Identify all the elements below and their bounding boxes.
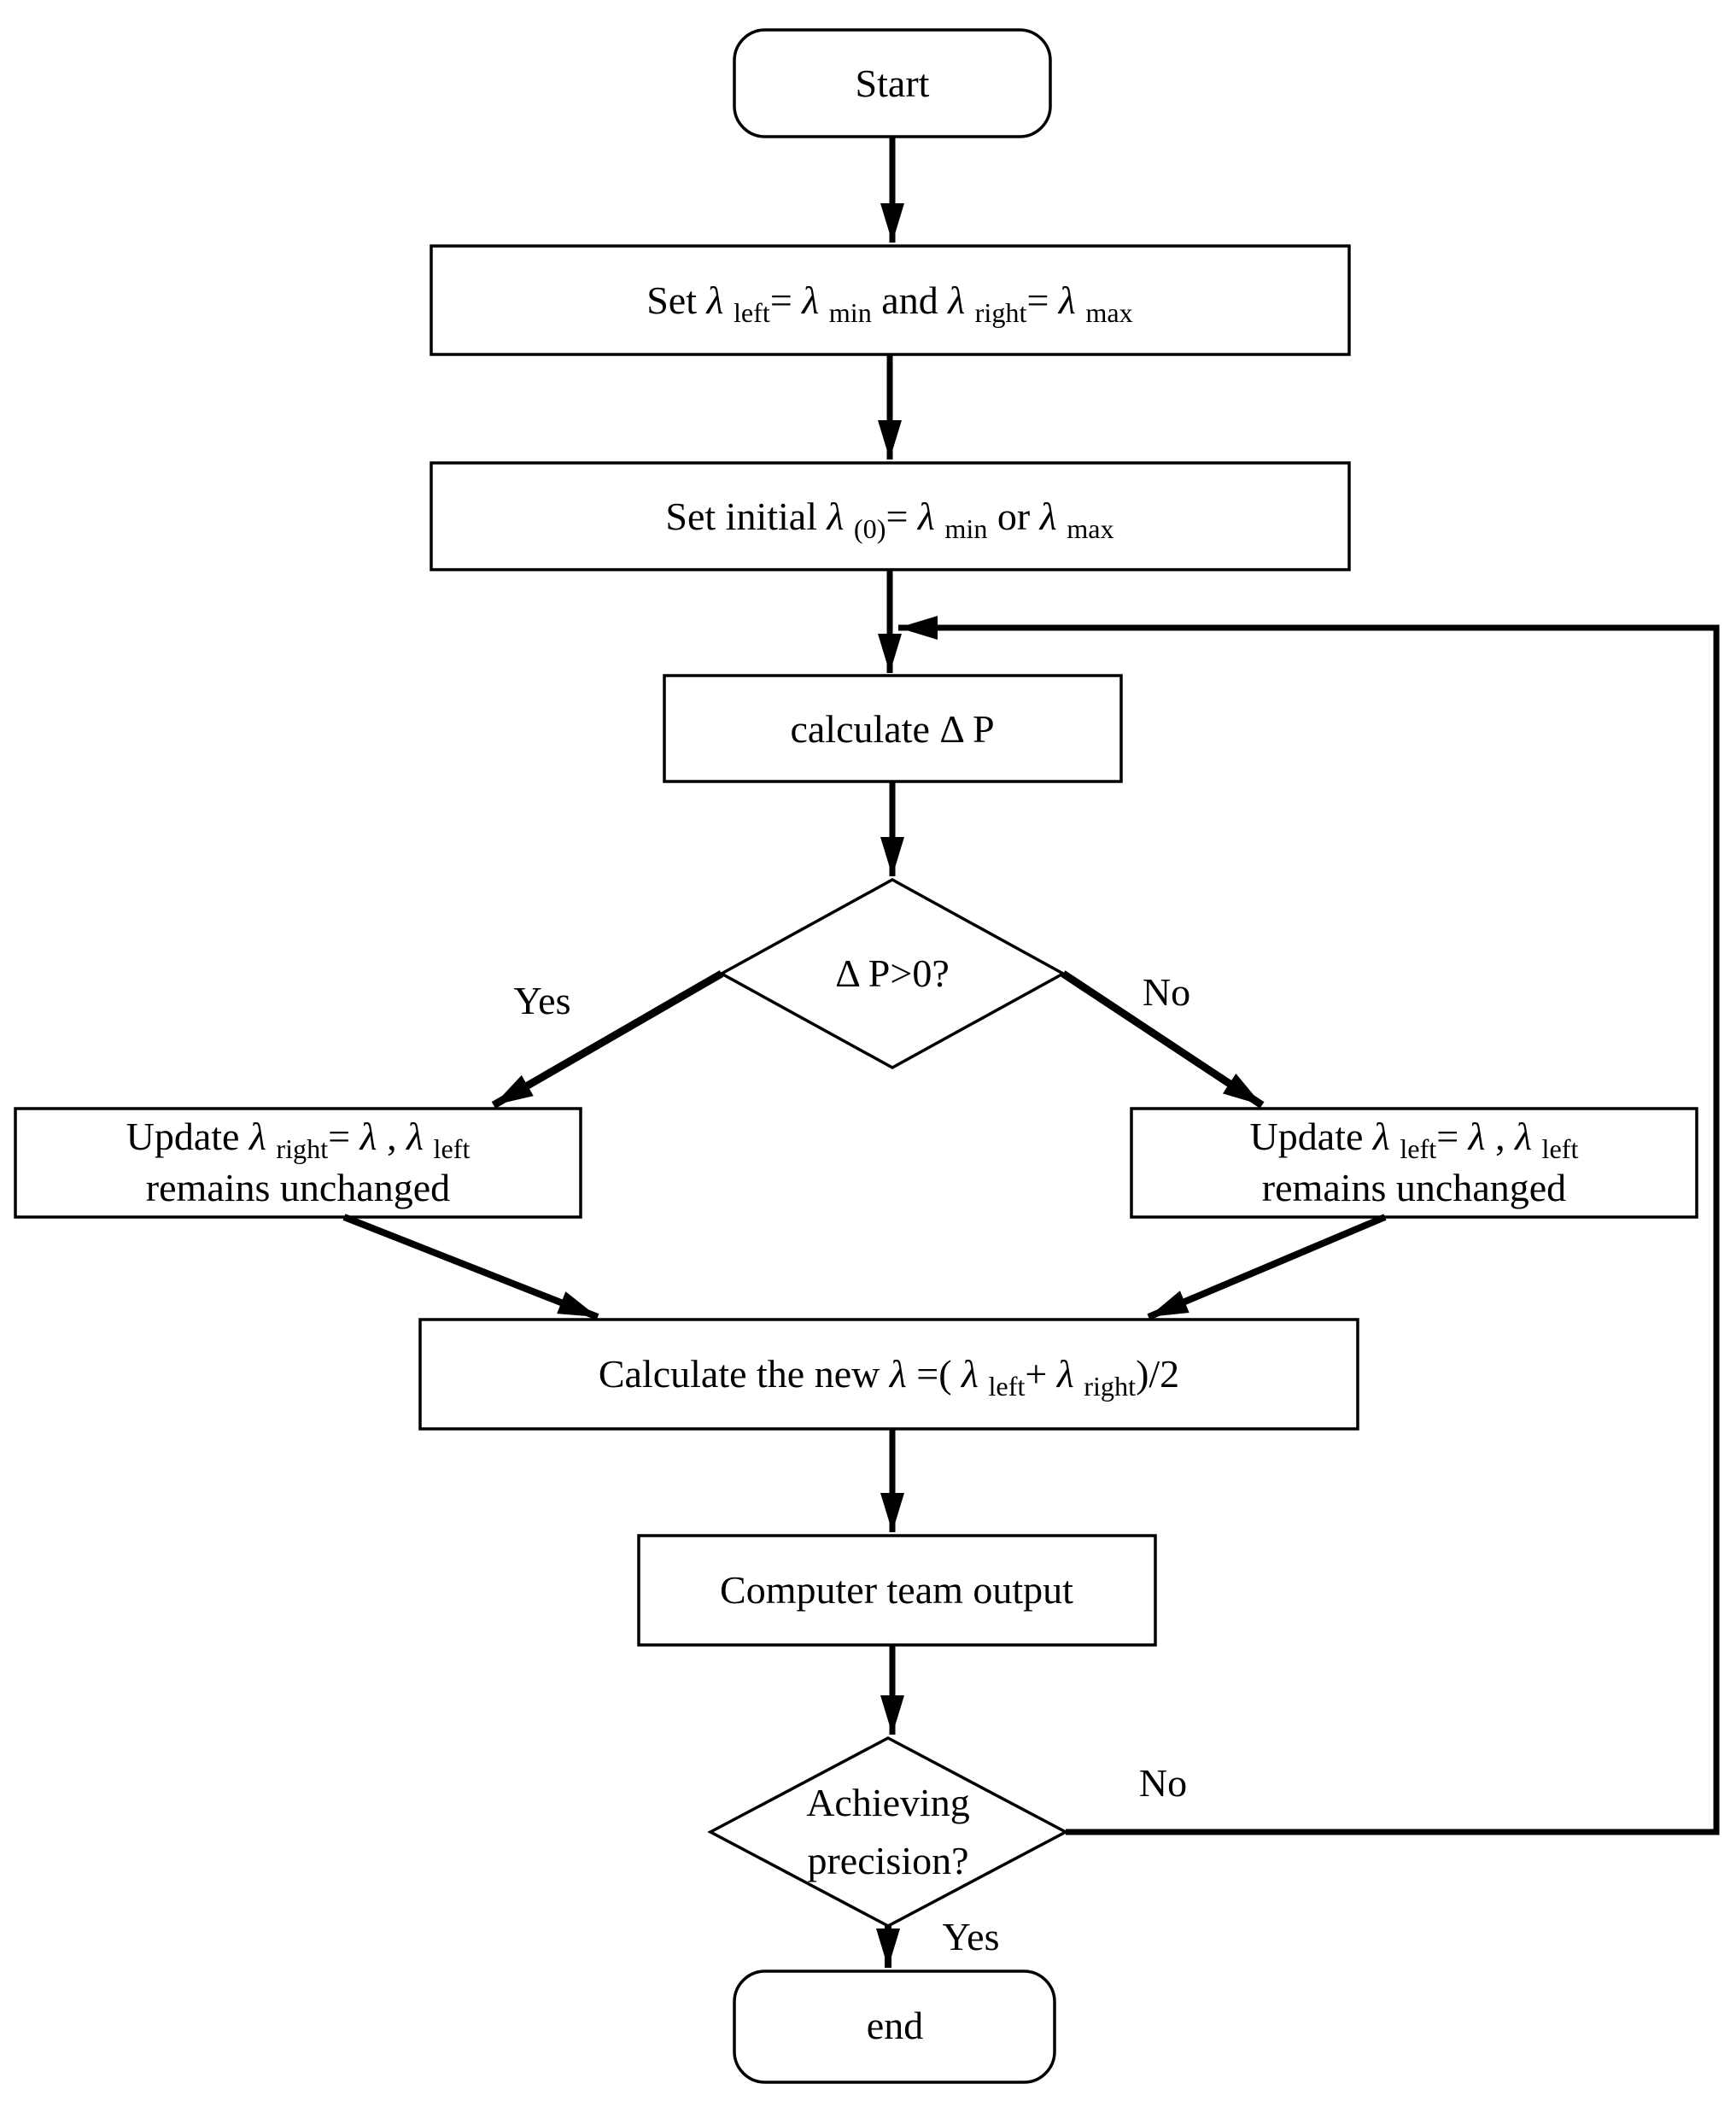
node-calculate-dp-shape: [663, 674, 1123, 783]
node-start-label: Start: [855, 61, 930, 105]
arrow-decision-yes-branch: [491, 970, 724, 1109]
arrow-precision-no-loop-back: [898, 616, 1720, 1835]
node-calc-new-label: Calculate the new λ =( λ left+ λ right)/…: [598, 1352, 1180, 1402]
arrow-update-right-to-calc-new: [342, 1214, 599, 1320]
node-output-label: Computer team output: [720, 1568, 1073, 1612]
edge-label-yes-precision: Yes: [942, 1915, 1000, 1958]
edge-label-yes: Yes: [513, 979, 571, 1022]
edge-label-no: No: [1142, 970, 1191, 1014]
node-decision-dp-label: Δ P>0?: [835, 951, 950, 995]
node-end-shape: [733, 1969, 1056, 2084]
arrow-update-left-to-calc-new: [1147, 1214, 1387, 1320]
node-set-bounds-shape: [430, 244, 1351, 356]
node-set-initial-label: Set initial λ (0)= λ min or λ max: [665, 495, 1114, 545]
node-set-initial-shape: [430, 461, 1351, 571]
node-output-shape: [637, 1534, 1157, 1647]
arrow-decision-no-branch: [1061, 970, 1265, 1109]
node-set-bounds-label: Set λ left= λ min and λ right= λ max: [646, 278, 1133, 329]
node-calculate-dp-label: calculate Δ P: [790, 707, 995, 751]
node-update-left-shape: [1130, 1107, 1698, 1219]
node-end-label: end: [866, 2004, 924, 2047]
node-calc-new-shape: [418, 1318, 1359, 1431]
edge-label-no-precision: No: [1138, 1761, 1188, 1805]
node-update-right-shape: [14, 1107, 582, 1219]
node-decision-dp-shape: [718, 878, 1067, 1069]
